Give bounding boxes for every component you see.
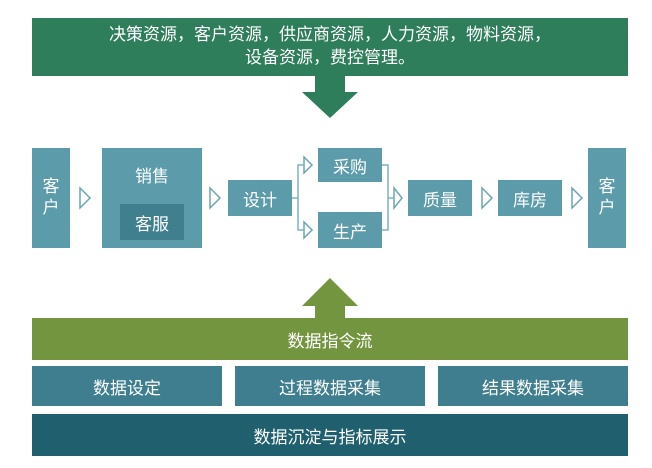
- production-box: 生产: [318, 212, 382, 248]
- down-arrow-icon: [302, 76, 358, 118]
- arrow-quality-to-warehouse-icon: [481, 186, 494, 210]
- service-label: 客服: [135, 214, 169, 235]
- up-arrow-icon: [302, 278, 358, 318]
- warehouse-box: 库房: [498, 180, 562, 216]
- data-setting-label: 数据设定: [93, 378, 161, 399]
- quality-box: 质量: [408, 180, 472, 216]
- resources-banner-line1: 决策资源，客户资源，供应商资源，人力资源，物料资源，: [109, 25, 551, 45]
- branch-connector-left-lower: [297, 198, 304, 231]
- command-flow-label: 数据指令流: [287, 331, 373, 352]
- production-label: 生产: [333, 222, 367, 243]
- arrow-to-quality-icon: [393, 185, 403, 211]
- customer-left-box: 客 户: [32, 148, 70, 248]
- design-label: 设计: [243, 190, 277, 211]
- process-collection-label: 过程数据采集: [279, 378, 381, 399]
- accumulation-label: 数据沉淀与指标展示: [253, 427, 407, 448]
- arrow-to-purchase-icon: [303, 155, 314, 175]
- resources-banner-line2: 设备资源，费控管理。: [245, 48, 415, 68]
- warehouse-label: 库房: [513, 190, 547, 211]
- merge-connector-right: [382, 164, 389, 231]
- customer-right-char1: 客: [598, 177, 616, 197]
- quality-label: 质量: [423, 190, 457, 211]
- accumulation-bar: 数据沉淀与指标展示: [32, 414, 628, 456]
- service-box: 客服: [120, 204, 184, 240]
- customer-left-char1: 客: [42, 177, 60, 197]
- customer-left-char2: 户: [42, 198, 60, 218]
- design-box: 设计: [228, 180, 292, 216]
- arrow-sales-to-design-icon: [209, 186, 222, 210]
- command-flow-bar: 数据指令流: [32, 318, 628, 360]
- resources-banner: 决策资源，客户资源，供应商资源，人力资源，物料资源， 设备资源，费控管理。: [32, 18, 628, 76]
- branch-connector-left: [292, 164, 304, 199]
- arrow-customer-to-sales-icon: [79, 186, 92, 210]
- purchase-label: 采购: [333, 157, 367, 178]
- result-collection-label: 结果数据采集: [482, 378, 584, 399]
- customer-right-box: 客 户: [588, 148, 626, 248]
- customer-right-char2: 户: [598, 198, 616, 218]
- result-collection-box: 结果数据采集: [438, 366, 628, 406]
- purchase-box: 采购: [318, 148, 382, 182]
- data-setting-box: 数据设定: [32, 366, 222, 406]
- sales-label: 销售: [135, 167, 169, 187]
- process-collection-box: 过程数据采集: [235, 366, 425, 406]
- arrow-warehouse-to-customer-icon: [571, 186, 584, 210]
- arrow-to-production-icon: [303, 220, 314, 240]
